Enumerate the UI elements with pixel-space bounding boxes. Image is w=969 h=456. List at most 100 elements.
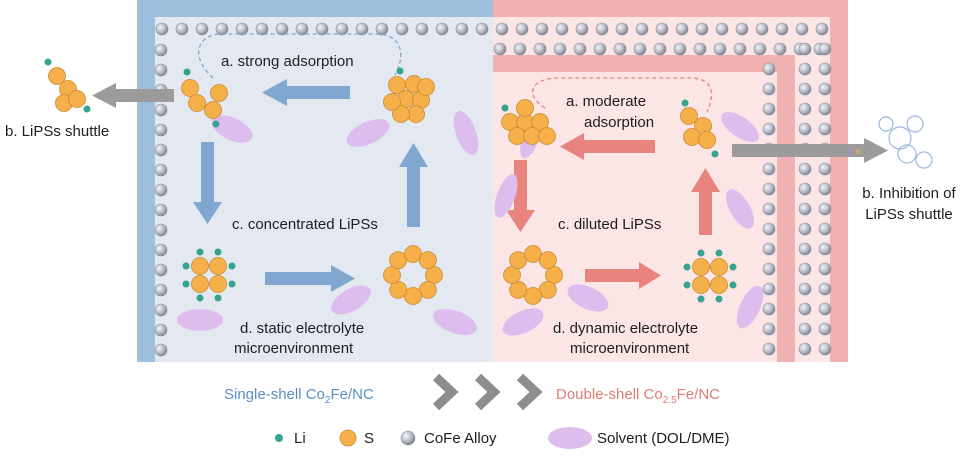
sulfur-atom bbox=[389, 251, 408, 270]
solvent-molecule bbox=[177, 309, 223, 331]
cofe-alloy-particle bbox=[818, 162, 832, 176]
caption-single-suffix: Fe/NC bbox=[330, 386, 374, 403]
cofe-alloy-particle bbox=[762, 102, 776, 116]
sulfur-atom bbox=[191, 275, 209, 293]
cofe-alloy-particle bbox=[555, 22, 569, 36]
cofe-alloy-particle bbox=[762, 62, 776, 76]
bubble-shape bbox=[906, 115, 924, 133]
cofe-alloy-particle bbox=[695, 22, 709, 36]
inner-shell-top bbox=[493, 55, 795, 72]
bubble-shape bbox=[878, 116, 894, 132]
cofe-alloy-particle bbox=[593, 42, 607, 56]
cofe-alloy-particle bbox=[818, 342, 832, 356]
sulfur-atom bbox=[680, 107, 698, 125]
cofe-alloy-particle bbox=[515, 22, 529, 36]
cofe-alloy-particle bbox=[675, 22, 689, 36]
cofe-alloy-particle bbox=[818, 282, 832, 296]
cofe-alloy-particle bbox=[762, 322, 776, 336]
cofe-alloy-particle bbox=[595, 22, 609, 36]
cofe-alloy-particle bbox=[818, 242, 832, 256]
sulfur-atom bbox=[516, 99, 534, 117]
cofe-alloy-particle bbox=[655, 22, 669, 36]
bubble-shape bbox=[915, 151, 933, 169]
label-inhibition-1: b. Inhibition of bbox=[862, 185, 956, 202]
label-concentrated-lipss: c. concentrated LiPSs bbox=[232, 216, 378, 233]
red-arrow-down bbox=[506, 160, 535, 232]
label-moderate-adsorption-2: adsorption bbox=[584, 114, 654, 131]
sulfur-atom bbox=[383, 93, 401, 111]
caption-double-suffix: Fe/NC bbox=[677, 386, 721, 403]
cofe-alloy-particle bbox=[762, 182, 776, 196]
lithium-atom bbox=[683, 263, 691, 271]
legend-li-label: Li bbox=[294, 430, 306, 447]
cofe-alloy-particle bbox=[818, 262, 832, 276]
legend-li-marker bbox=[275, 434, 283, 442]
lithium-atom bbox=[715, 295, 723, 303]
cofe-alloy-particle bbox=[635, 22, 649, 36]
caption-single-sub: 2 bbox=[325, 395, 331, 406]
cofe-alloy-particle bbox=[335, 22, 349, 36]
cofe-alloy-particle bbox=[475, 22, 489, 36]
cofe-alloy-particle bbox=[195, 22, 209, 36]
cofe-alloy-particle bbox=[315, 22, 329, 36]
transition-chevrons bbox=[432, 373, 543, 411]
cofe-alloy-particle bbox=[154, 243, 168, 257]
cofe-alloy-particle bbox=[533, 42, 547, 56]
adsorption-curve-right bbox=[532, 77, 713, 113]
cofe-alloy-particle bbox=[633, 42, 647, 56]
sulfur-atom bbox=[68, 90, 86, 108]
cofe-alloy-particle bbox=[733, 42, 747, 56]
cofe-alloy-particle bbox=[798, 82, 812, 96]
solvent-molecule bbox=[736, 285, 764, 329]
sulfur-atom bbox=[191, 257, 209, 275]
cofe-alloy-particle bbox=[762, 122, 776, 136]
sulfur-atom bbox=[698, 131, 716, 149]
cofe-alloy-particle bbox=[762, 82, 776, 96]
label-dynamic-2: microenvironment bbox=[570, 340, 690, 357]
inner-shell-right bbox=[777, 55, 795, 362]
cofe-alloy-particle bbox=[355, 22, 369, 36]
sulfur-atom bbox=[418, 280, 437, 299]
label-moderate-adsorption-1: a. moderate bbox=[566, 93, 646, 110]
lithium-atom bbox=[228, 280, 236, 288]
cofe-alloy-particle bbox=[818, 62, 832, 76]
cofe-alloy-particle bbox=[513, 42, 527, 56]
cofe-alloy-particle bbox=[773, 42, 787, 56]
lithium-atom bbox=[183, 68, 191, 76]
cofe-alloy-particle bbox=[154, 343, 168, 357]
cofe-alloy-particle bbox=[798, 222, 812, 236]
legend-solvent-marker bbox=[548, 427, 592, 449]
cofe-alloy-particle bbox=[798, 62, 812, 76]
sulfur-atom bbox=[503, 266, 521, 284]
cofe-alloy-particle bbox=[235, 22, 249, 36]
cofe-alloy-particle bbox=[762, 302, 776, 316]
solvent-molecule bbox=[502, 308, 544, 336]
lithium-atom bbox=[182, 280, 190, 288]
cofe-alloy-particle bbox=[798, 42, 812, 56]
cofe-alloy-particle bbox=[493, 42, 507, 56]
label-diluted-lipss: c. diluted LiPSs bbox=[558, 216, 661, 233]
solvent-molecule bbox=[453, 111, 479, 155]
cofe-alloy-particle bbox=[818, 182, 832, 196]
cofe-alloy-particle bbox=[154, 223, 168, 237]
lithium-atom bbox=[681, 99, 689, 107]
sulfur-atom bbox=[509, 251, 528, 270]
solvent-molecule bbox=[567, 284, 609, 312]
cofe-alloy-particle bbox=[753, 42, 767, 56]
sulfur-atom bbox=[210, 84, 228, 102]
cofe-alloy-particle bbox=[693, 42, 707, 56]
sulfur-atom bbox=[692, 258, 710, 276]
bubble-shape bbox=[897, 144, 917, 164]
label-inhibition-2: LiPSs shuttle bbox=[865, 206, 953, 223]
cofe-alloy-particle bbox=[818, 322, 832, 336]
sulfur-atom bbox=[389, 280, 408, 299]
sulfur-atom bbox=[692, 276, 710, 294]
cofe-alloy-particle bbox=[755, 22, 769, 36]
cofe-alloy-particle bbox=[154, 263, 168, 277]
blue-arrow-right bbox=[265, 265, 355, 292]
cofe-alloy-particle bbox=[435, 22, 449, 36]
sulfur-atom bbox=[508, 127, 526, 145]
sulfur-atom bbox=[538, 127, 556, 145]
cofe-alloy-particle bbox=[762, 162, 776, 176]
